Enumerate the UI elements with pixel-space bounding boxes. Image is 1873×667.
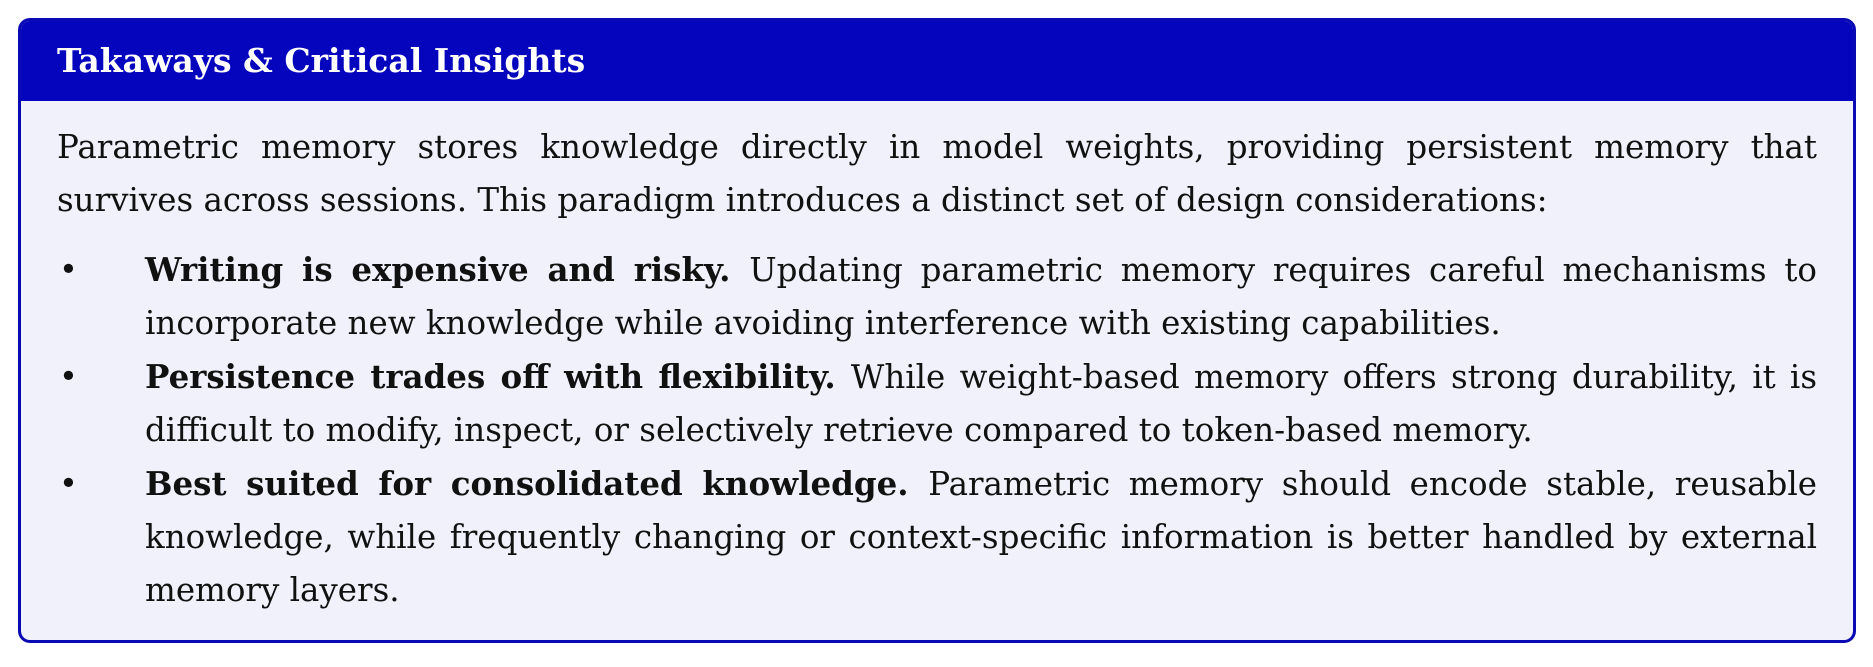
takeaways-box: Takaways & Critical Insights Parametric … xyxy=(18,18,1856,643)
list-item: • Persistence trades off with flexibilit… xyxy=(57,350,1817,457)
bullet-icon: • xyxy=(59,250,78,288)
item-text: While weight-based memory offers strong … xyxy=(145,358,1817,449)
box-body: Parametric memory stores knowledge direc… xyxy=(21,101,1853,617)
takeaway-list: • Writing is expensive and risky. Updati… xyxy=(57,243,1817,617)
list-item: • Writing is expensive and risky. Updati… xyxy=(57,243,1817,350)
list-item: • Best suited for consolidated knowledge… xyxy=(57,457,1817,617)
item-heading: Best suited for consolidated knowledge. xyxy=(145,464,929,503)
box-title: Takaways & Critical Insights xyxy=(21,21,1853,101)
item-text: Updating parametric memory requires care… xyxy=(145,251,1817,342)
item-heading: Persistence trades off with flexibility. xyxy=(145,357,851,396)
intro-paragraph: Parametric memory stores knowledge direc… xyxy=(57,128,1817,219)
item-heading: Writing is expensive and risky. xyxy=(145,250,750,289)
bullet-icon: • xyxy=(59,464,78,502)
item-text: Parametric memory should encode stable, … xyxy=(145,465,1817,609)
bullet-icon: • xyxy=(59,357,78,395)
